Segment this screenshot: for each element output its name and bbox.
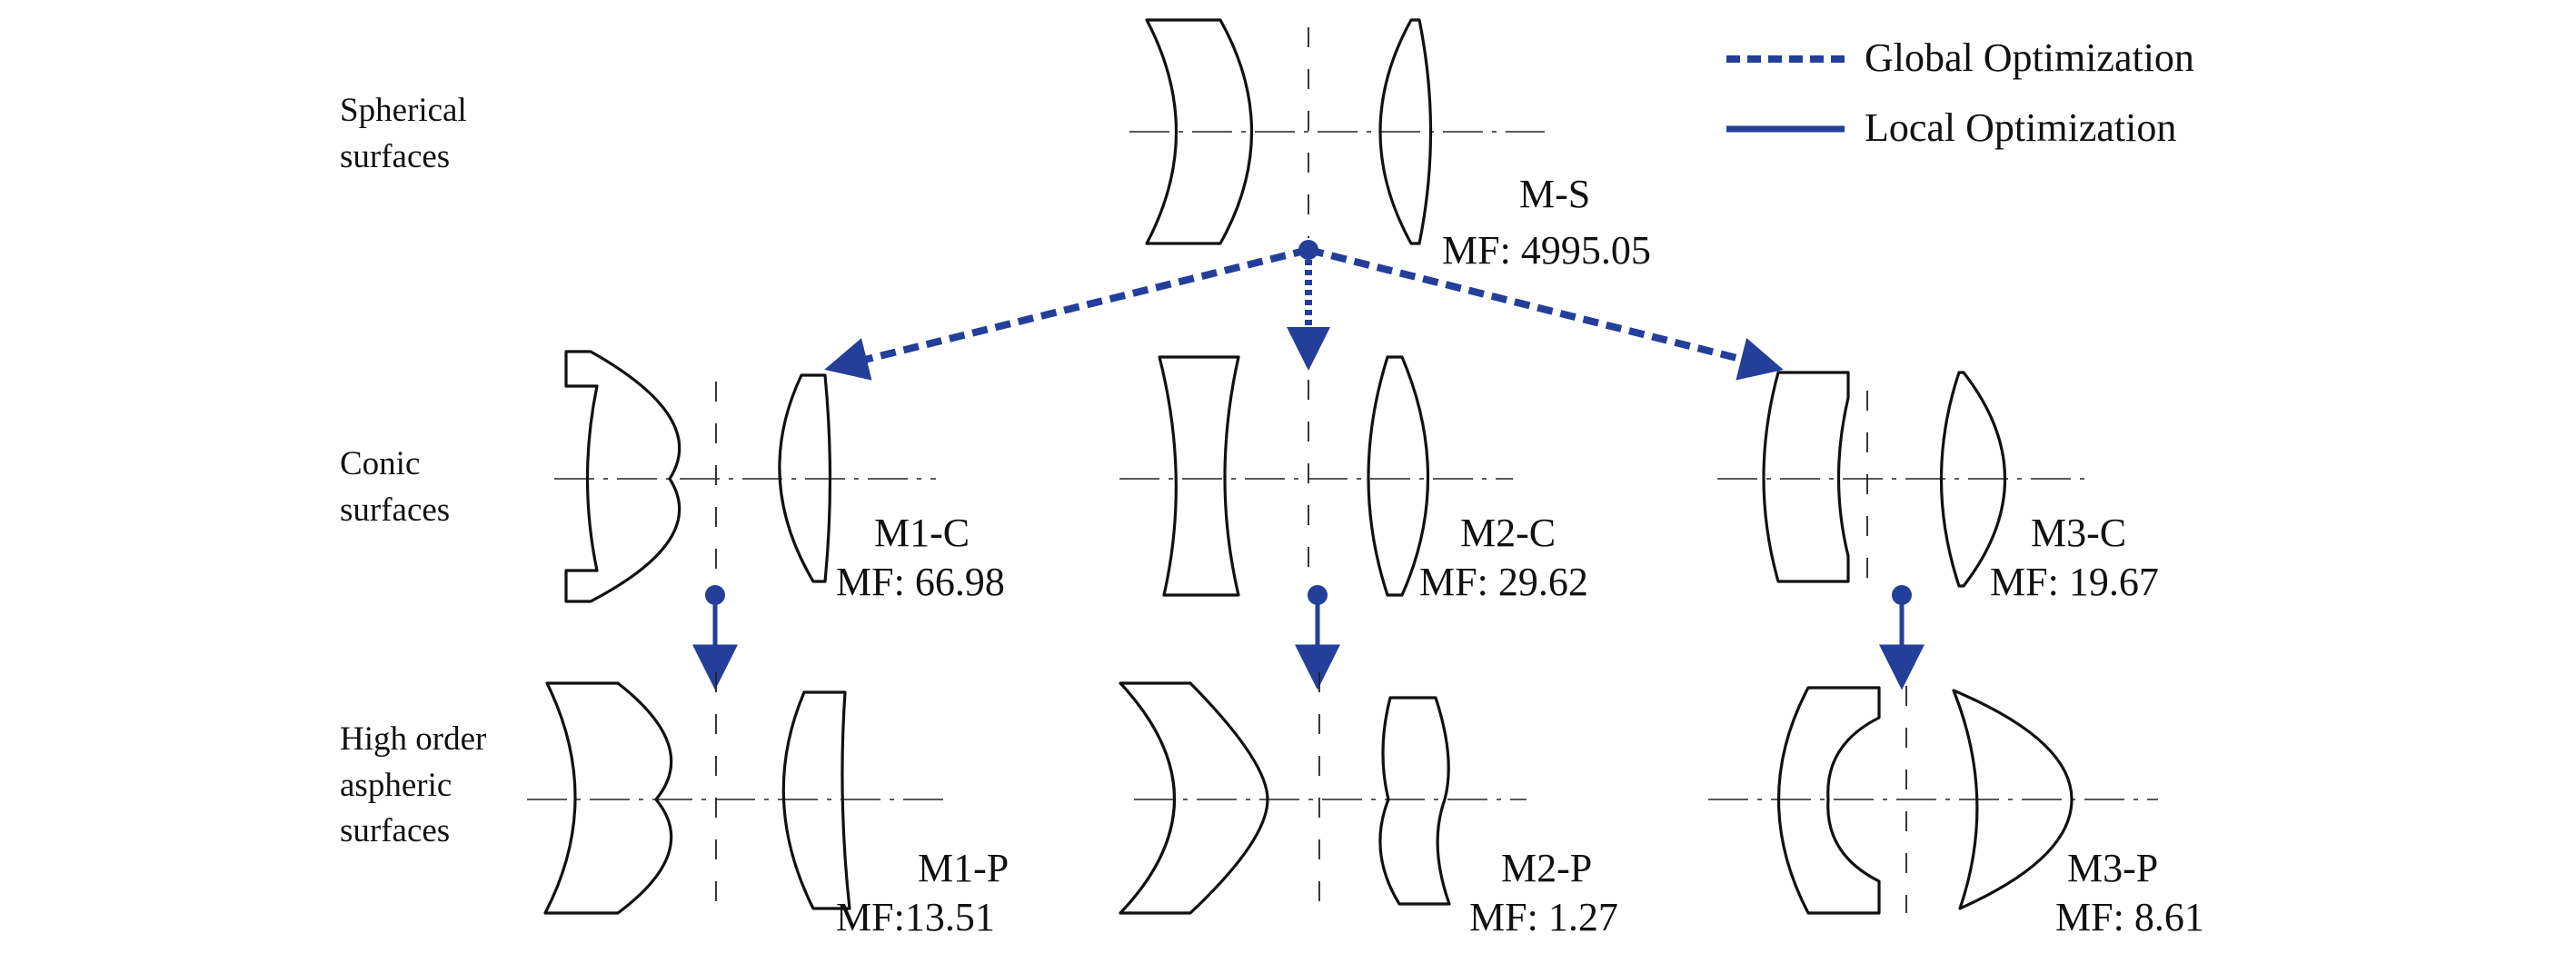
lens-element-1 (543, 681, 673, 915)
merit-function: MF: 1.27 (1469, 895, 1618, 939)
lens-element-1 (1777, 686, 1881, 915)
design-name: M1-P (918, 846, 1009, 890)
row-label-aspheric: High order aspheric surfaces (340, 720, 486, 849)
lens-element-2 (1939, 371, 2006, 588)
design-name: M2-P (1501, 846, 1592, 890)
legend-global-label: Global Optimization (1865, 35, 2194, 80)
merit-function: MF: 8.61 (2055, 895, 2204, 939)
design-name: M3-P (2067, 846, 2158, 890)
row-label-conic-line1: Conic (340, 445, 420, 482)
lens-element-1 (1762, 371, 1850, 583)
legend: Global Optimization Local Optimization (1726, 35, 2194, 150)
row-label-spherical-line1: Spherical (340, 92, 467, 129)
global-optimization-arrows (824, 240, 1784, 381)
row-label-conic: Conic surfaces (340, 445, 450, 529)
design-name: M3-C (2031, 511, 2126, 555)
lens-element-1 (1119, 681, 1269, 915)
merit-function: MF:13.51 (836, 895, 995, 939)
merit-function: MF: 29.62 (1419, 560, 1588, 604)
global-arrow-to-m3c (1308, 246, 1784, 381)
merit-function: MF: 19.67 (1990, 560, 2159, 604)
row-label-aspheric-line1: High order (340, 720, 486, 758)
design-m-s: M-S MF: 4995.05 (1129, 18, 1651, 273)
design-name: M-S (1519, 172, 1590, 216)
lens-element-2 (778, 373, 832, 583)
design-m3-p: M3-P MF: 8.61 (1708, 686, 2204, 939)
design-m1-c: M1-C MF: 66.98 (554, 350, 1005, 604)
lens-element-2 (1378, 696, 1451, 906)
global-arrow-to-m1c (824, 246, 1309, 381)
lens-element-1 (1145, 18, 1253, 245)
design-m2-c: M2-C MF: 29.62 (1119, 355, 1588, 604)
row-label-aspheric-line2: aspheric (340, 767, 452, 804)
merit-function: MF: 66.98 (836, 560, 1005, 604)
row-label-conic-line2: surfaces (340, 491, 450, 529)
design-name: M2-C (1460, 511, 1556, 555)
design-m3-c: M3-C MF: 19.67 (1717, 371, 2159, 604)
row-label-spherical: Spherical surfaces (340, 92, 467, 175)
legend-local-label: Local Optimization (1865, 105, 2176, 150)
lens-element-2 (1378, 18, 1433, 245)
lens-element-2 (1367, 355, 1430, 597)
lens-element-1 (564, 350, 681, 603)
design-name: M1-C (874, 511, 970, 555)
design-m1-p: M1-P MF:13.51 (527, 672, 1009, 939)
row-label-aspheric-line3: surfaces (340, 812, 450, 849)
lens-element-1 (1158, 355, 1240, 597)
lens-element-2 (1952, 689, 2074, 910)
merit-function: MF: 4995.05 (1442, 228, 1651, 273)
row-label-spherical-line2: surfaces (340, 138, 450, 175)
lens-element-2 (781, 690, 851, 910)
design-m2-p: M2-P MF: 1.27 (1119, 672, 1618, 939)
local-optimization-arrows (692, 585, 1925, 690)
